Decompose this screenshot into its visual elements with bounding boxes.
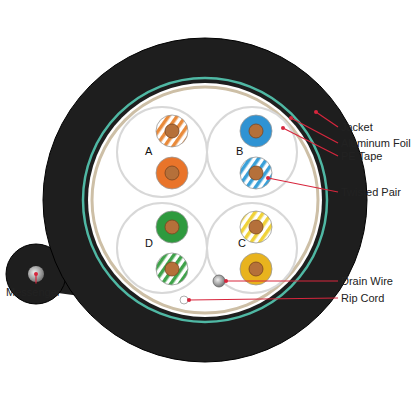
leader-dot bbox=[187, 298, 191, 302]
leader-dot bbox=[224, 279, 228, 283]
pair-letter: D bbox=[145, 238, 153, 249]
leader-dot bbox=[314, 110, 318, 114]
pair-letter: B bbox=[236, 146, 243, 157]
part-label: Drain Wire bbox=[341, 276, 393, 287]
leader-line bbox=[268, 178, 338, 192]
leader-line bbox=[283, 128, 338, 156]
pair-letter: A bbox=[145, 146, 152, 157]
leader-dot bbox=[289, 116, 293, 120]
leader-line bbox=[316, 112, 338, 127]
part-label: Twisted Pair bbox=[341, 187, 401, 198]
leader-dot bbox=[34, 272, 38, 276]
leader-dot bbox=[281, 126, 285, 130]
leader-line bbox=[189, 298, 338, 300]
part-label: Jacket bbox=[341, 122, 373, 133]
leader-line bbox=[291, 118, 338, 143]
part-label: Aluminum Foil bbox=[341, 138, 411, 149]
part-label: PE Tape bbox=[341, 151, 382, 162]
part-label: Messenger bbox=[6, 287, 60, 298]
leader-dot bbox=[266, 176, 270, 180]
leader-line bbox=[226, 280, 338, 281]
part-label: Rip Cord bbox=[341, 293, 384, 304]
pair-letter: C bbox=[238, 238, 246, 249]
